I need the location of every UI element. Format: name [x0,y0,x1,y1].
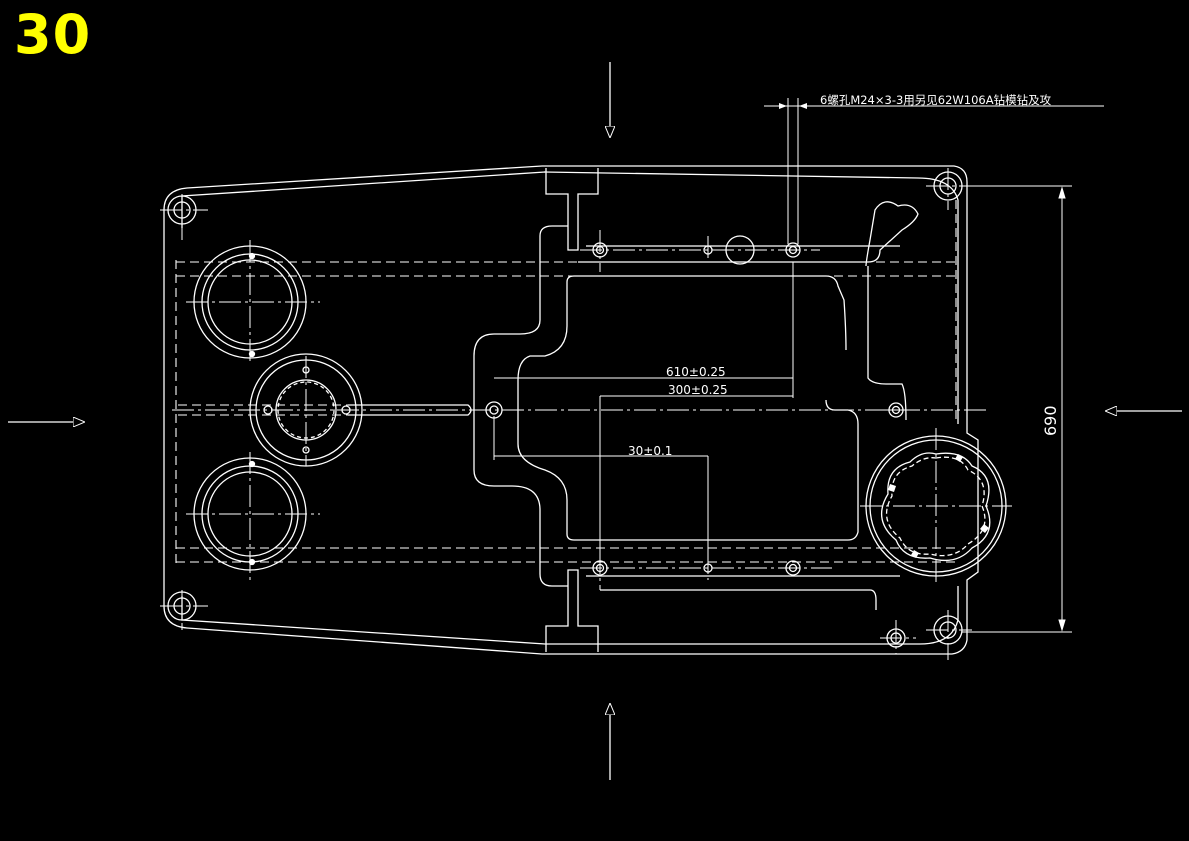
dim-610: 610±0.25 [666,365,726,379]
bearing-bore-upper-left [193,245,307,359]
center-lines [160,168,1012,660]
corner-hole-tl [167,195,197,225]
section-arrows [8,62,1182,780]
hole-top-3 [785,242,801,258]
bearing-bore-middle-left [249,353,363,467]
dim-690: 690 [1041,405,1060,436]
slot-center [348,404,472,416]
bearing-bore-right [865,435,1007,577]
corner-hole-br [933,615,963,645]
bearing-bore-lower-left [193,457,307,571]
hole-top-1 [592,242,608,258]
corner-hole-bottom-small [886,628,906,648]
dimensions [493,98,1104,633]
note-tapped-holes: 6螺孔M24×3-3用另见62W106A钻模钻及攻 [820,93,1052,107]
dim-30: 30±0.1 [628,444,672,458]
hole-bot-3 [785,560,801,576]
hole-top-2 [703,245,713,255]
inner-pockets [473,201,919,610]
small-holes [348,235,904,576]
corner-hole-bl [167,591,197,621]
housing-outline [163,165,979,655]
dim-300: 300±0.25 [668,383,728,397]
hole-top-large [725,235,755,265]
hole-right-center [888,402,904,418]
dimension-text: 6螺孔M24×3-3用另见62W106A钻模钻及攻 610±0.25 300±0… [628,93,1060,458]
hole-bot-1 [592,560,608,576]
hole-bot-2 [703,563,713,573]
page-number: 30 [14,3,92,66]
